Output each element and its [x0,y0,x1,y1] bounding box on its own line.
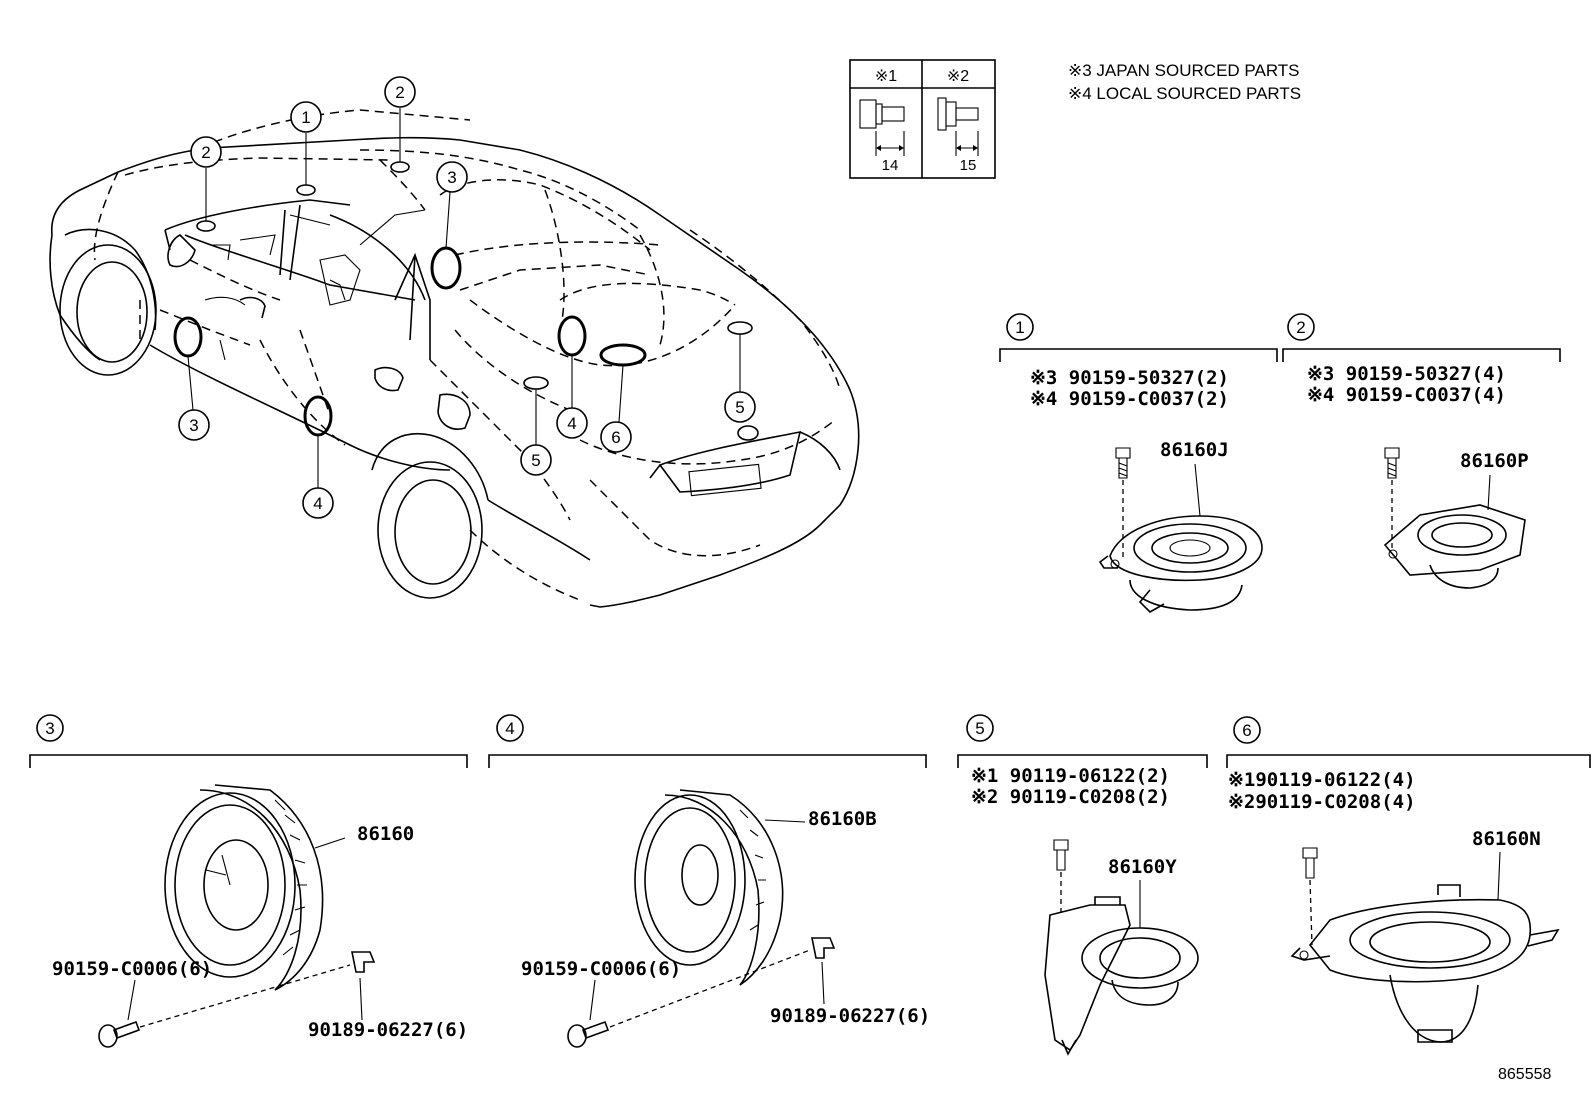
location-marker [523,376,549,390]
fastener-label: ※190119-06122(4) [1228,769,1416,791]
legend-col2-header: ※2 [947,68,969,85]
location-marker [430,246,462,290]
group-index: 1 [1015,318,1024,337]
note-japan-sourced: ※3 JAPAN SOURCED PARTS [1068,61,1300,80]
callout-4: 4 [556,407,588,439]
fastener-label: 90189-06227(6) [770,1005,930,1027]
fastener-label: 90159-C0006(6) [521,958,681,980]
location-marker [390,161,410,173]
part-number: 86160N [1472,828,1541,850]
car-callouts: 1 2 2 3 3 4 4 5 5 6 [178,76,756,519]
group-index: 3 [45,719,54,738]
part-number: 86160Y [1108,856,1177,878]
callout-2: 2 [384,76,416,108]
fastener-label: ※4 90159-C0037(2) [1030,388,1229,410]
callout-5: 5 [520,444,552,476]
svg-text:1: 1 [301,108,310,127]
fastener-label: 90189-06227(6) [308,1019,468,1041]
svg-text:6: 6 [611,428,620,447]
group-5: 5 ※1 90119-06122(2) ※2 90119-C0208(2) 86… [957,714,1208,1056]
bracket-speaker-icon [1044,896,1199,1056]
speaker-icon [634,789,784,986]
bolt-length-legend: ※1 ※2 14 15 [849,59,996,179]
svg-text:3: 3 [189,416,198,435]
legend-col2-length: 15 [960,157,977,174]
location-marker [173,316,203,358]
oval-speaker-icon [1290,884,1560,1043]
svg-text:5: 5 [531,451,540,470]
callout-4: 4 [302,487,334,519]
legend-col1-header: ※1 [875,68,897,85]
washer-bolt-icon [937,97,979,156]
location-marker [599,343,647,367]
group-6: 6 ※190119-06122(4) ※290119-C0208(4) 8616… [1226,716,1591,1043]
bolt-icon [1384,447,1400,479]
group-index: 5 [975,719,984,738]
group-index: 6 [1242,721,1251,740]
speaker-icon [1098,515,1263,613]
group-4: 4 86160B 90159-C0006(6) 90189-06227(6) [488,714,930,1048]
location-marker [296,184,316,196]
location-marker [727,321,753,335]
location-marker [196,220,216,232]
speaker-icon [1383,504,1526,589]
fastener-label: ※3 90159-50327(4) [1307,363,1506,385]
part-number: 86160J [1160,439,1229,461]
callout-6: 6 [600,421,632,453]
svg-text:5: 5 [735,398,744,417]
fastener-label: ※1 90119-06122(2) [971,765,1170,787]
legend-col1-length: 14 [882,157,899,174]
fastener-label: ※290119-C0208(4) [1228,791,1416,813]
group-3: 3 86160 90159-C0006(6) 90189-06227(6) [29,714,468,1048]
group-2: 2 ※3 90159-50327(4) ※4 90159-C0037(4) 86… [1282,313,1561,589]
clip-icon [351,951,376,1021]
figure-id: 865558 [1498,1066,1551,1083]
speaker-icon [164,784,324,991]
callout-3: 3 [436,161,468,193]
svg-text:2: 2 [201,143,210,162]
clip-icon [811,937,836,1005]
svg-text:4: 4 [313,494,322,513]
fastener-label: 90159-C0006(6) [52,958,212,980]
part-number: 86160B [808,808,877,830]
group-1: 1 ※3 90159-50327(2) ※4 90159-C0037(2) 86… [999,313,1278,613]
part-number: 86160P [1460,450,1529,472]
bolt-icon [1302,847,1318,879]
callout-3: 3 [178,409,210,441]
svg-text:4: 4 [567,414,576,433]
svg-text:3: 3 [447,168,456,187]
screw-icon [98,1020,141,1048]
bolt-icon [1053,839,1069,871]
part-number: 86160 [357,823,414,845]
group-index: 4 [505,719,514,738]
fastener-label: ※4 90159-C0037(4) [1307,384,1506,406]
callout-2: 2 [190,136,222,168]
screw-icon [567,1020,610,1048]
location-marker [557,315,587,357]
svg-text:2: 2 [395,83,404,102]
fastener-label: ※2 90119-C0208(2) [971,786,1170,808]
fastener-label: ※3 90159-50327(2) [1030,367,1229,389]
callout-1: 1 [290,101,322,133]
group-index: 2 [1296,318,1305,337]
bolt-icon [1115,447,1131,479]
callout-5: 5 [724,391,756,423]
note-local-sourced: ※4 LOCAL SOURCED PARTS [1068,84,1301,103]
flange-bolt-icon [859,99,905,156]
